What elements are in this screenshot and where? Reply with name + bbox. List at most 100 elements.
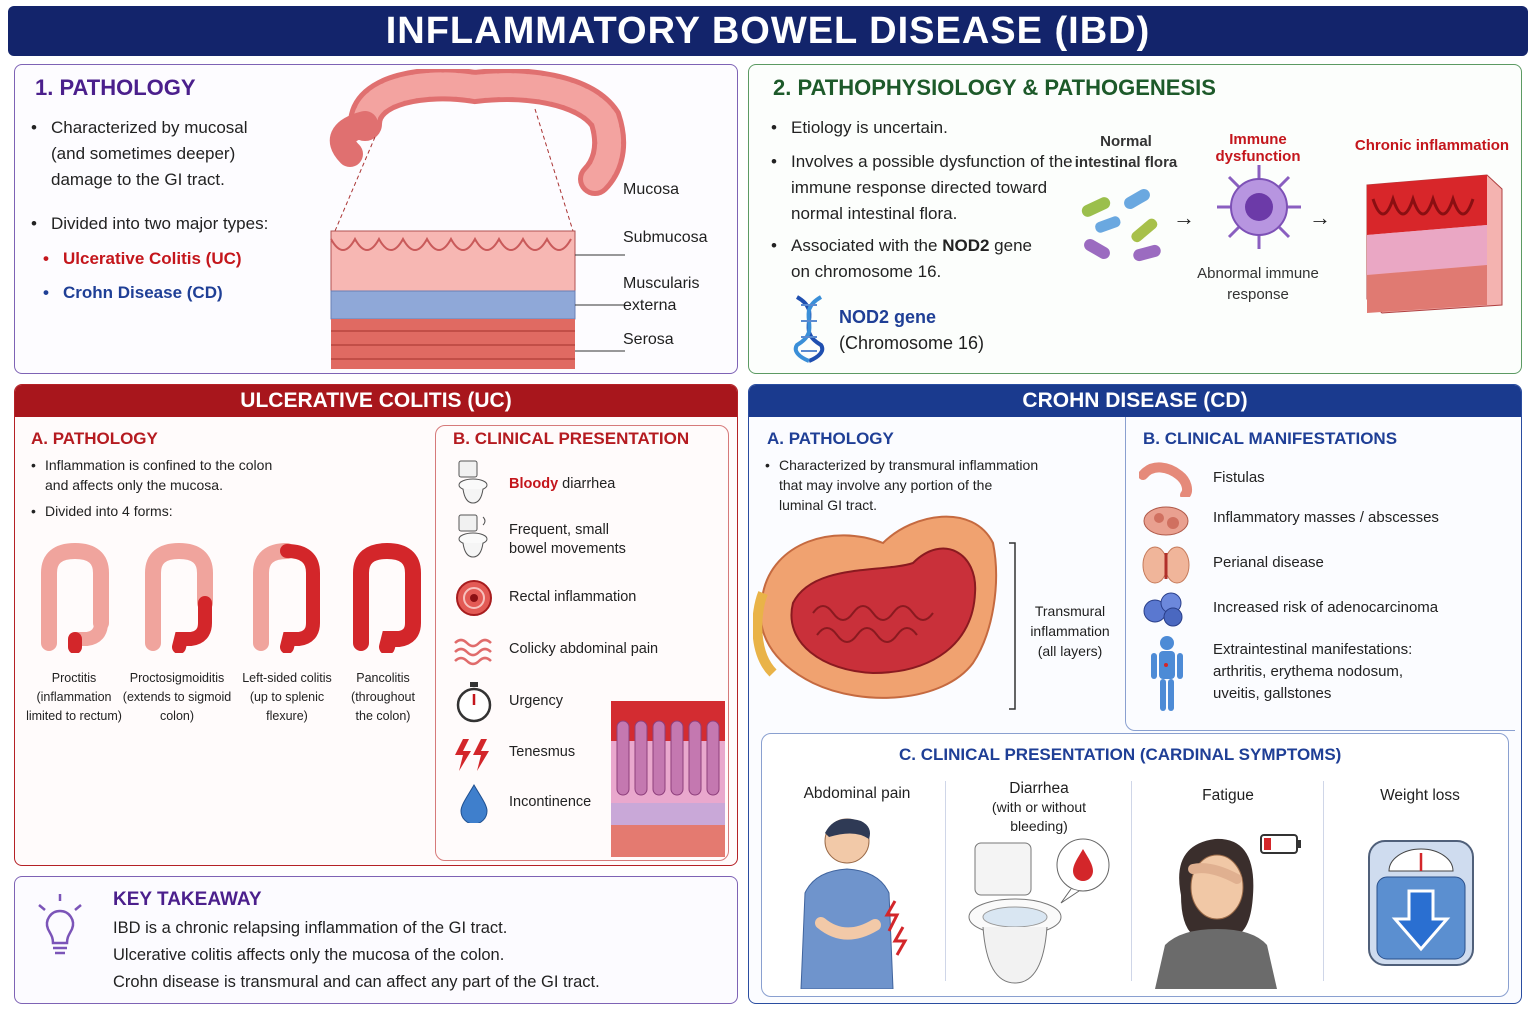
symptom-fatigue: Fatigue	[1202, 787, 1254, 804]
uc-bullet-2-text: Divided into 4 forms:	[45, 503, 173, 519]
layer-muscularis: Muscularis	[623, 275, 700, 292]
pathophysiology-panel: 2. PATHOPHYSIOLOGY & PATHOGENESIS •Etiol…	[748, 64, 1522, 374]
patho-bullet-3-post: gene	[989, 236, 1032, 255]
patho-bullet-1-text: Etiology is uncertain.	[791, 118, 948, 137]
flow-chronic-inflammation: Chronic inflammation	[1354, 137, 1510, 154]
form-left-sided-desc-2: flexure)	[266, 709, 308, 723]
abdominal-pain-person-icon	[800, 818, 908, 989]
form-pancolitis: Pancolitis (throughout the colon)	[335, 669, 431, 726]
colon-proctitis-icon	[41, 543, 109, 653]
cd-manifestations-box	[1125, 417, 1515, 731]
patho-bullet-2-line-3: normal intestinal flora.	[791, 204, 958, 223]
form-proctitis-name: Proctitis	[51, 671, 97, 685]
cd-bullet-line-3: luminal GI tract.	[779, 497, 878, 513]
perianal-icon	[1142, 546, 1190, 584]
key-takeaway-line-1: IBD is a chronic relapsing inflammation …	[113, 919, 508, 937]
cells-icon	[1143, 592, 1183, 627]
patho-bullet-3: • Associated with the NOD2 gene on chrom…	[771, 233, 1032, 285]
form-proctitis-desc-1: (inflammation	[36, 690, 112, 704]
key-takeaway-line-2: Ulcerative colitis affects only the muco…	[113, 946, 505, 964]
symptom-diarrhea-line-1: Diarrhea	[1009, 780, 1069, 797]
transmural-line-2: inflammation	[1030, 623, 1110, 639]
cd-perianal: Perianal disease	[1213, 554, 1324, 571]
layer-mucosa: Mucosa	[623, 181, 680, 198]
transmural-label: Transmural inflammation (all layers)	[1025, 601, 1115, 661]
pathology-heading: 1. PATHOLOGY	[35, 75, 196, 100]
uc-symptom-incontinence: Incontinence	[509, 794, 592, 810]
uc-bullet-1: • Inflammation is confined to the colon …	[31, 457, 273, 493]
lightbulb-icon	[38, 894, 82, 955]
uc-bullet-1-line-1: Inflammation is confined to the colon	[45, 457, 273, 473]
form-pancolitis-desc-2: the colon)	[355, 709, 411, 723]
gene-name: NOD2 gene	[839, 307, 937, 327]
water-drop-icon	[460, 784, 488, 823]
uc-pathology-title: A. PATHOLOGY	[31, 429, 158, 448]
uc-symptom-diarrhea: diarrhea	[558, 476, 616, 492]
divider-1	[945, 781, 946, 981]
form-left-sided-name: Left-sided colitis	[242, 671, 332, 685]
toilet-icon	[458, 460, 488, 504]
patho-bullet-3-line-2: on chromosome 16.	[791, 262, 942, 281]
uc-symptom-bloody: Bloody	[509, 476, 559, 492]
abscess-icon	[1143, 506, 1189, 536]
cd-panel: CROHN DISEASE (CD) A. PATHOLOGY • Charac…	[748, 384, 1522, 1004]
flow-normal-flora: Normal intestinal flora	[1071, 131, 1181, 173]
uc-header: ULCERATIVE COLITIS (UC)	[15, 385, 737, 417]
type-uc: •Ulcerative Colitis (UC)	[43, 249, 242, 268]
form-pancolitis-name: Pancolitis	[356, 671, 410, 685]
human-body-icon	[1151, 636, 1183, 711]
pathology-bullet-2: •Divided into two major types:	[31, 214, 269, 233]
fatigue-person-icon	[1155, 834, 1301, 989]
patho-bullet-3-gene: NOD2	[942, 236, 990, 255]
flow-arrow-2: →	[1309, 205, 1331, 230]
uc-symptom-tenesmus: Tenesmus	[509, 744, 576, 760]
key-takeaway-text: IBD is a chronic relapsing inflammation …	[113, 915, 600, 996]
cd-extraintestinal: Extraintestinal manifestations: arthriti…	[1213, 639, 1412, 705]
form-pancolitis-desc-1: (throughout	[351, 690, 415, 704]
cd-extraintestinal-line-2: arthritis, erythema nodosum,	[1213, 663, 1404, 680]
fistula-icon	[1139, 462, 1192, 497]
inflamed-tissue-icon	[1366, 174, 1503, 314]
tenesmus-lightning-icon	[455, 739, 489, 771]
colon-left-sided-icon	[253, 543, 320, 653]
flow-normal-line-1: Normal	[1100, 133, 1152, 150]
symptom-diarrhea-line-3: bleeding)	[1010, 818, 1068, 834]
stopwatch-icon	[456, 682, 492, 723]
divider-2	[1131, 781, 1132, 981]
uc-symptom-frequent-line-2: bowel movements	[509, 541, 626, 557]
bacteria-icon	[1081, 189, 1161, 262]
immune-cell-icon	[1217, 165, 1301, 249]
cd-bullet-line-1: Characterized by transmural inflammation	[779, 457, 1039, 473]
cd-bullet-line-2: that may involve any portion of the	[779, 477, 993, 493]
colon-pancolitis-icon	[353, 543, 421, 653]
flow-arrow-1: →	[1173, 205, 1195, 230]
toilet-frequent-icon	[458, 514, 488, 558]
flow-abnormal-line-1: Abnormal immune	[1197, 265, 1319, 282]
symptom-weight-loss: Weight loss	[1380, 787, 1460, 804]
form-proctosigmoiditis: Proctosigmoiditis (extends to sigmoid co…	[121, 669, 233, 726]
uc-symptom-bloody-diarrhea: Bloody diarrhea	[509, 475, 615, 494]
cd-header: CROHN DISEASE (CD)	[749, 385, 1521, 417]
transmural-line-3: (all layers)	[1037, 643, 1103, 659]
transmural-line-1: Transmural	[1034, 603, 1106, 619]
type-cd: •Crohn Disease (CD)	[43, 283, 223, 302]
pathology-bullet-1-line-3: damage to the GI tract.	[51, 170, 225, 189]
pathology-bullet-1-line-2: (and sometimes deeper)	[51, 144, 236, 163]
divider-3	[1323, 781, 1324, 981]
scale-down-arrow-icon	[1368, 840, 1474, 966]
cd-intestine-section-icon	[753, 515, 998, 699]
key-takeaway-panel: KEY TAKEAWAY IBD is a chronic relapsing …	[14, 876, 738, 1004]
patho-bullet-2-line-2: immune response directed toward	[791, 178, 1048, 197]
type-cd-label: Crohn Disease (CD)	[63, 283, 223, 302]
key-takeaway-title: KEY TAKEAWAY	[113, 889, 262, 910]
cd-pathology-title: A. PATHOLOGY	[767, 429, 894, 448]
form-left-sided-desc-1: (up to splenic	[249, 690, 325, 704]
form-proctosigmoiditis-name: Proctosigmoiditis	[129, 671, 225, 685]
cd-masses: Inflammatory masses / abscesses	[1213, 509, 1439, 526]
uc-symptom-rectal: Rectal inflammation	[509, 589, 637, 605]
symptom-abdominal-pain: Abdominal pain	[803, 785, 911, 802]
patho-bullet-2-line-1: Involves a possible dysfunction of the	[791, 152, 1073, 171]
uc-clinical-box	[435, 425, 729, 861]
layer-externa: externa	[623, 297, 677, 314]
patho-bullet-1: •Etiology is uncertain.	[771, 118, 948, 137]
